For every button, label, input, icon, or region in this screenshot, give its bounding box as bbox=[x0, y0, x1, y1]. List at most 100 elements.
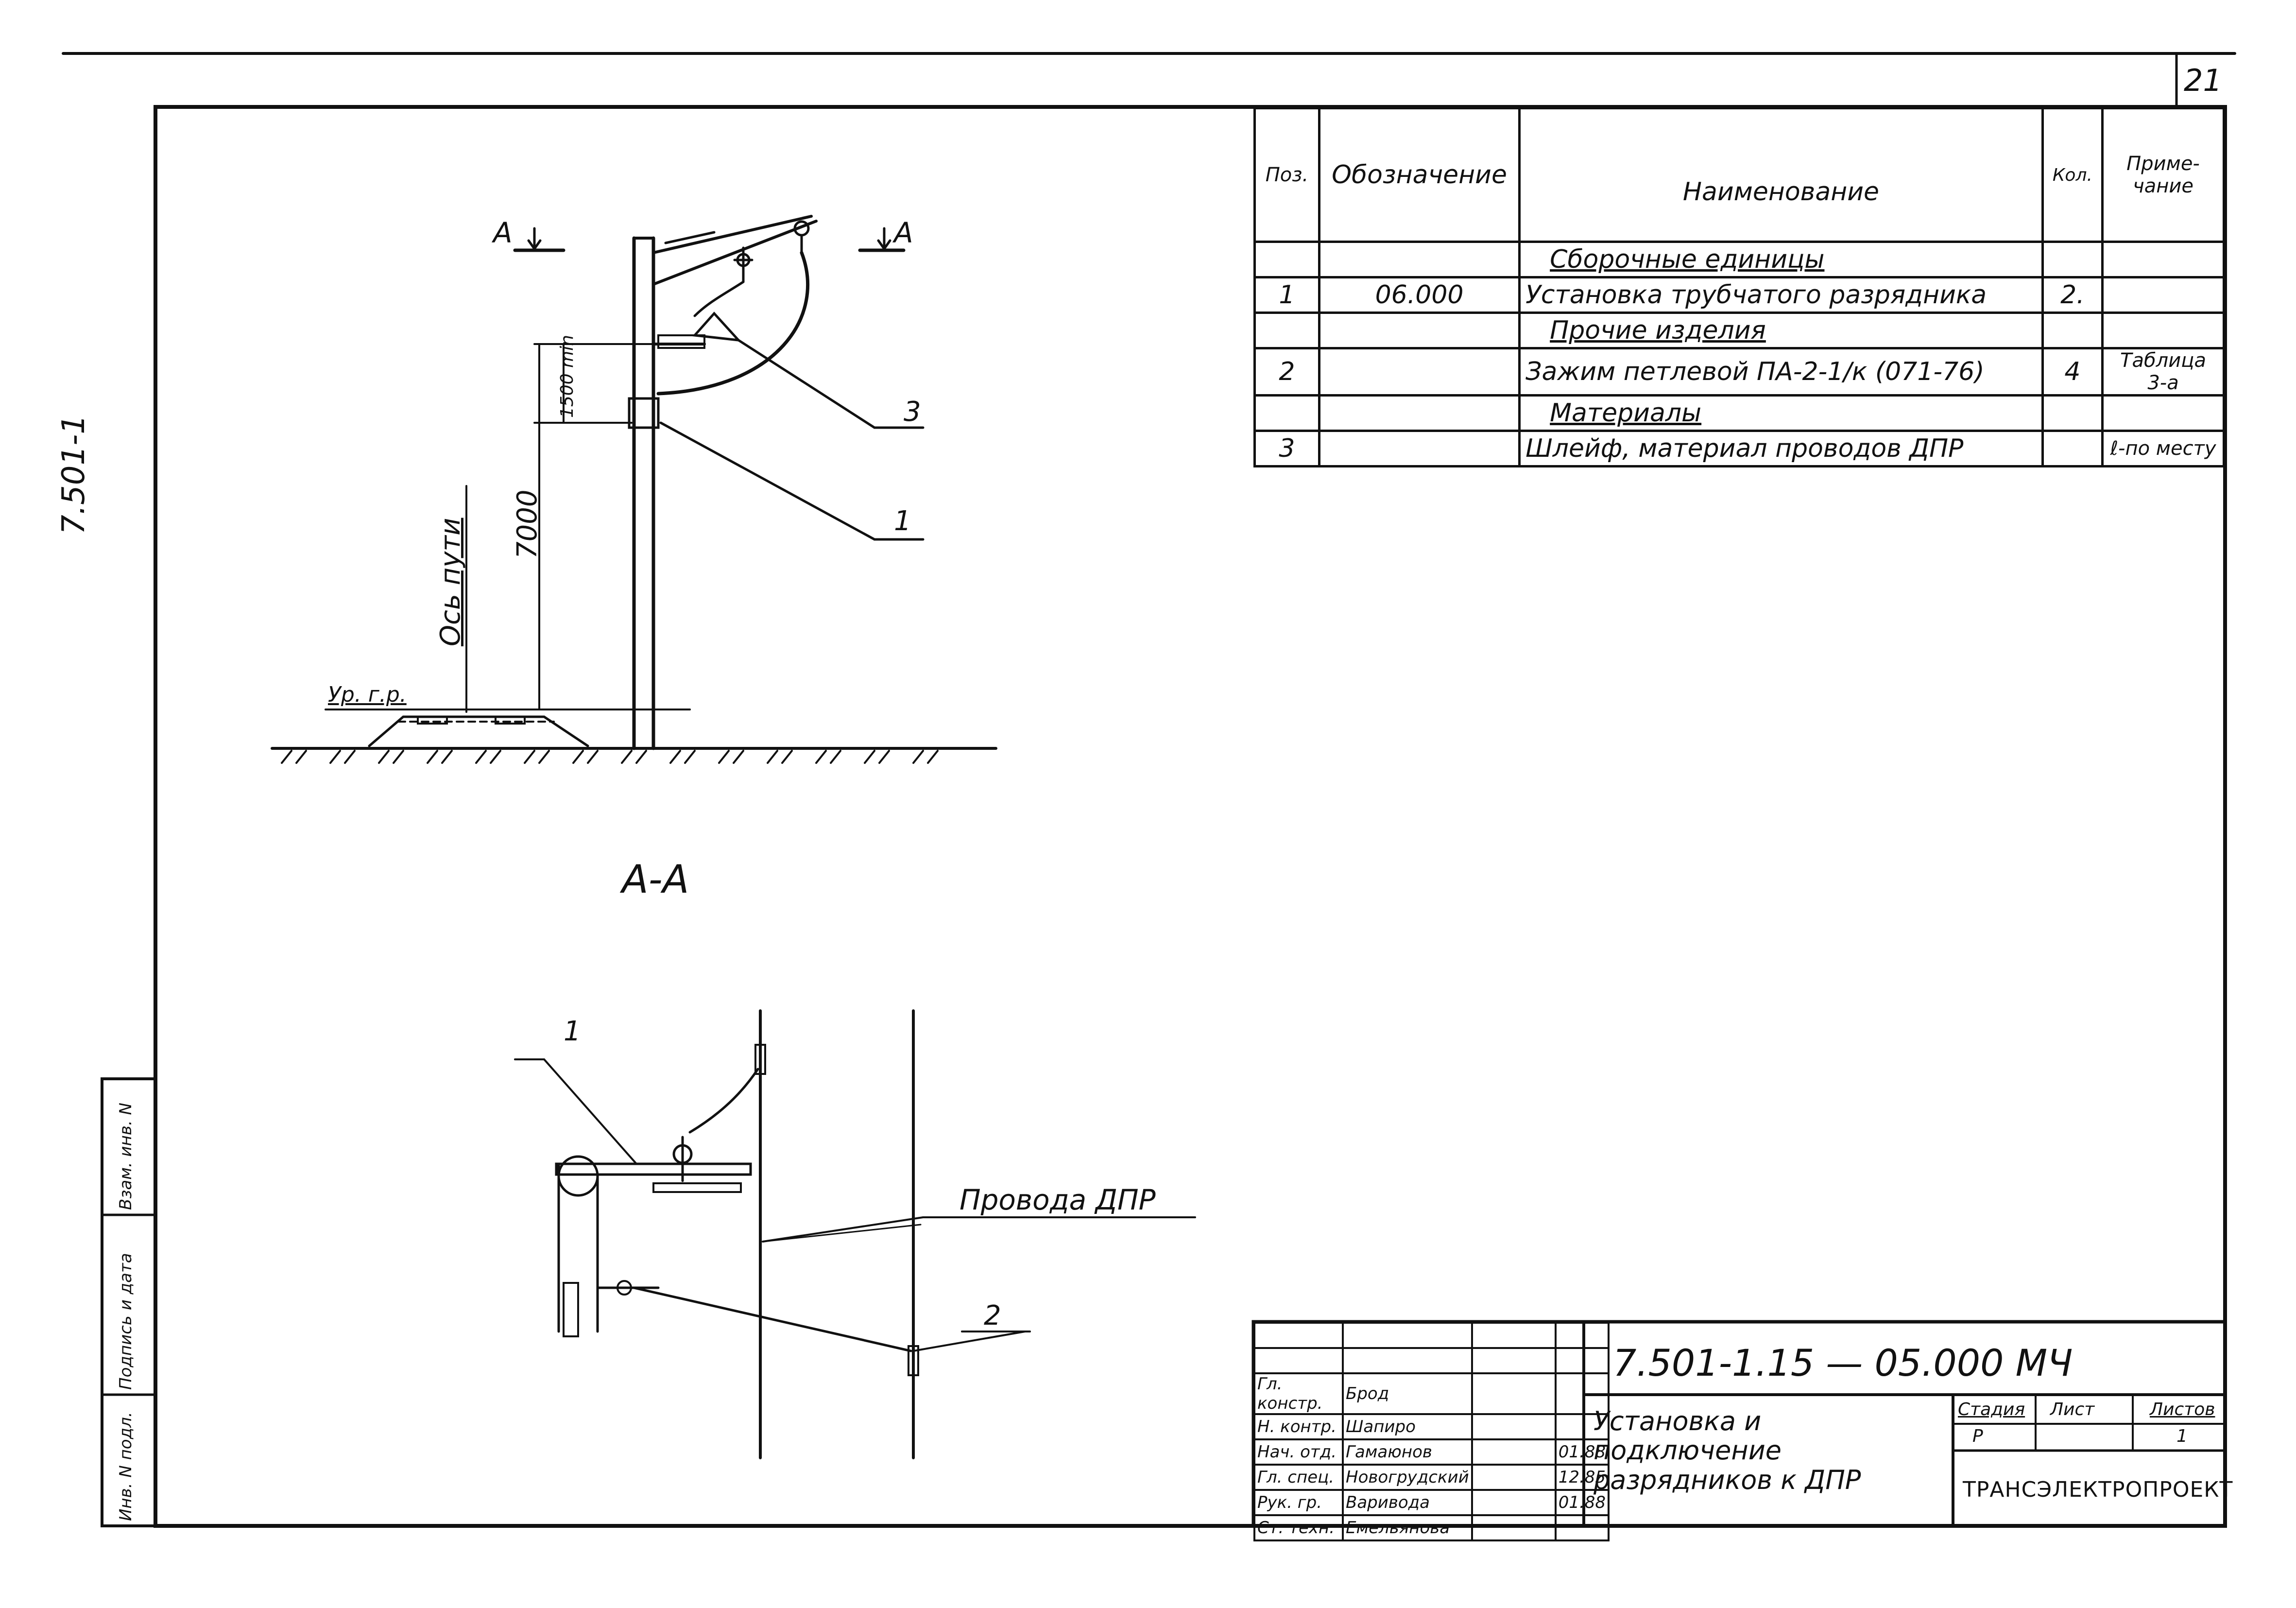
spec-cell-designation bbox=[1318, 241, 1521, 278]
spec-row: Сборочные единицы bbox=[1253, 241, 2225, 278]
staff-role: Нач. отд. bbox=[1253, 1438, 1344, 1466]
staff-name: Брод bbox=[1342, 1372, 1473, 1415]
sheets-value: 1 bbox=[2176, 1426, 2188, 1446]
callout-3: 3 bbox=[904, 396, 921, 428]
sheet-label: Лист bbox=[2050, 1400, 2095, 1419]
spec-cell-qty bbox=[2041, 394, 2104, 432]
staff-row: Гл. констр. Брод bbox=[1253, 1372, 1610, 1415]
spec-header-row: Поз. Обозначение Наименование Кол. Приме… bbox=[1253, 107, 2225, 243]
document-code: 7.501-1.15 — 05.000 МЧ bbox=[1613, 1341, 2073, 1384]
staff-role: Гл. констр. bbox=[1253, 1372, 1344, 1415]
spec-header-name: Наименование bbox=[1518, 107, 2044, 243]
spec-cell-designation bbox=[1318, 347, 1521, 397]
spec-row: 3 Шлейф, материал проводов ДПР ℓ-по мест… bbox=[1253, 430, 2225, 467]
spec-cell-note bbox=[2101, 311, 2225, 349]
spec-header-note: Приме-чание bbox=[2101, 107, 2225, 243]
spec-cell-qty: 4 bbox=[2041, 347, 2104, 397]
staff-role: Ст. техн. bbox=[1253, 1514, 1344, 1541]
stage-value: Р bbox=[1972, 1426, 1983, 1446]
staff-signature bbox=[1471, 1372, 1557, 1415]
staff-role: Н. контр. bbox=[1253, 1413, 1344, 1440]
spec-cell-name: Шлейф, материал проводов ДПР bbox=[1518, 430, 2044, 467]
staff-name: Варивода bbox=[1342, 1489, 1473, 1516]
ground-level-label: Ур. г.р. bbox=[328, 682, 407, 707]
staff-signature bbox=[1471, 1438, 1557, 1466]
organization: ТРАНСЭЛЕКТРОПРОЕКТ bbox=[1963, 1477, 2233, 1502]
spec-section-assembly: Сборочные единицы bbox=[1518, 241, 2044, 278]
title-block: Гл. констр. Брод Н. контр. Шапиро Нач. о… bbox=[1253, 1322, 2232, 1541]
spec-cell-pos bbox=[1253, 311, 1320, 349]
spec-cell-note bbox=[2101, 394, 2225, 432]
spec-cell-pos bbox=[1253, 241, 1320, 278]
callout-2: 2 bbox=[984, 1300, 1001, 1331]
staff-date bbox=[1554, 1514, 1610, 1541]
stage-label: Стадия bbox=[1958, 1400, 2025, 1419]
staff-signature bbox=[1471, 1489, 1557, 1516]
callout-1-section: 1 bbox=[564, 1016, 581, 1047]
staff-name: Шапиро bbox=[1342, 1413, 1473, 1440]
staff-name: Гамаюнов bbox=[1342, 1438, 1473, 1466]
drawing-title: Установка и подключение разрядников к ДП… bbox=[1593, 1406, 1861, 1495]
spec-row: 1 06.000 Установка трубчатого разрядника… bbox=[1253, 276, 2225, 314]
sheet-number: 21 bbox=[2184, 63, 2222, 98]
stamp-vzam-inv: Взам. инв. N bbox=[116, 1103, 136, 1210]
spec-section-materials: Материалы bbox=[1518, 394, 2044, 432]
spec-header-qty: Кол. bbox=[2041, 107, 2104, 243]
staff-row: Гл. спец. Новогрудский 12.85 bbox=[1253, 1464, 1610, 1491]
spec-cell-qty bbox=[2041, 241, 2104, 278]
spec-cell-pos bbox=[1253, 394, 1320, 432]
dimension-1500: 1500 min bbox=[557, 335, 577, 418]
staff-row: Ст. техн. Емельянова bbox=[1253, 1514, 1610, 1541]
spec-cell-qty bbox=[2041, 430, 2104, 467]
spec-cell-note: Таблица 3-а bbox=[2101, 347, 2225, 397]
spec-header-designation: Обозначение bbox=[1318, 107, 1521, 243]
spec-cell-pos: 1 bbox=[1253, 276, 1320, 314]
wires-dpr-label: Провода ДПР bbox=[960, 1183, 1156, 1216]
track-axis-label: Ось пути bbox=[435, 518, 466, 646]
staff-signature bbox=[1471, 1413, 1557, 1440]
section-mark-left: A bbox=[493, 216, 513, 249]
spec-row: Материалы bbox=[1253, 394, 2225, 432]
staff-date: 01.88 bbox=[1554, 1489, 1610, 1516]
side-stamp-frame bbox=[101, 1077, 157, 1527]
staff-signature bbox=[1471, 1514, 1557, 1541]
title-block-staff: Гл. констр. Брод Н. контр. Шапиро Нач. о… bbox=[1253, 1322, 1610, 1541]
side-code: 7.501-1 bbox=[56, 414, 92, 535]
section-mark-right: A bbox=[894, 216, 913, 249]
staff-role: Рук. гр. bbox=[1253, 1489, 1344, 1516]
staff-date bbox=[1554, 1413, 1610, 1440]
staff-row: Нач. отд. Гамаюнов 01.88 bbox=[1253, 1438, 1610, 1466]
spec-cell-designation bbox=[1318, 311, 1521, 349]
staff-date: 12.85 bbox=[1554, 1464, 1610, 1491]
staff-name: Новогрудский bbox=[1342, 1464, 1473, 1491]
stamp-inv-podl: Инв. N подл. bbox=[116, 1412, 136, 1521]
specification-table: Поз. Обозначение Наименование Кол. Приме… bbox=[1253, 107, 2225, 467]
staff-role: Гл. спец. bbox=[1253, 1464, 1344, 1491]
spec-cell-pos: 2 bbox=[1253, 347, 1320, 397]
section-title: A-A bbox=[622, 857, 689, 902]
staff-name: Емельянова bbox=[1342, 1514, 1473, 1541]
spec-row: Прочие изделия bbox=[1253, 311, 2225, 349]
staff-row: Рук. гр. Варивода 01.88 bbox=[1253, 1489, 1610, 1516]
spec-cell-designation: 06.000 bbox=[1318, 276, 1521, 314]
staff-date: 01.88 bbox=[1554, 1438, 1610, 1466]
stamp-sign-date: Подпись и дата bbox=[116, 1253, 136, 1390]
spec-cell-designation bbox=[1318, 394, 1521, 432]
spec-header-pos: Поз. bbox=[1253, 107, 1320, 243]
dimension-7000: 7000 bbox=[512, 489, 543, 559]
spec-cell-name: Установка трубчатого разрядника bbox=[1518, 276, 2044, 314]
spec-cell-note: ℓ-по месту bbox=[2101, 430, 2225, 467]
drawing-frame bbox=[154, 105, 2227, 1528]
staff-date bbox=[1554, 1372, 1610, 1415]
spec-row: 2 Зажим петлевой ПА-2-1/к (071-76) 4 Таб… bbox=[1253, 347, 2225, 397]
spec-cell-designation bbox=[1318, 430, 1521, 467]
staff-row: Н. контр. Шапиро bbox=[1253, 1413, 1610, 1440]
spec-section-other: Прочие изделия bbox=[1518, 311, 2044, 349]
spec-cell-note bbox=[2101, 276, 2225, 314]
sheets-label: Листов bbox=[2150, 1400, 2215, 1419]
staff-signature bbox=[1471, 1464, 1557, 1491]
callout-1-elevation: 1 bbox=[894, 505, 911, 537]
spec-cell-qty: 2. bbox=[2041, 276, 2104, 314]
spec-cell-name: Зажим петлевой ПА-2-1/к (071-76) bbox=[1518, 347, 2044, 397]
spec-cell-pos: 3 bbox=[1253, 430, 1320, 467]
